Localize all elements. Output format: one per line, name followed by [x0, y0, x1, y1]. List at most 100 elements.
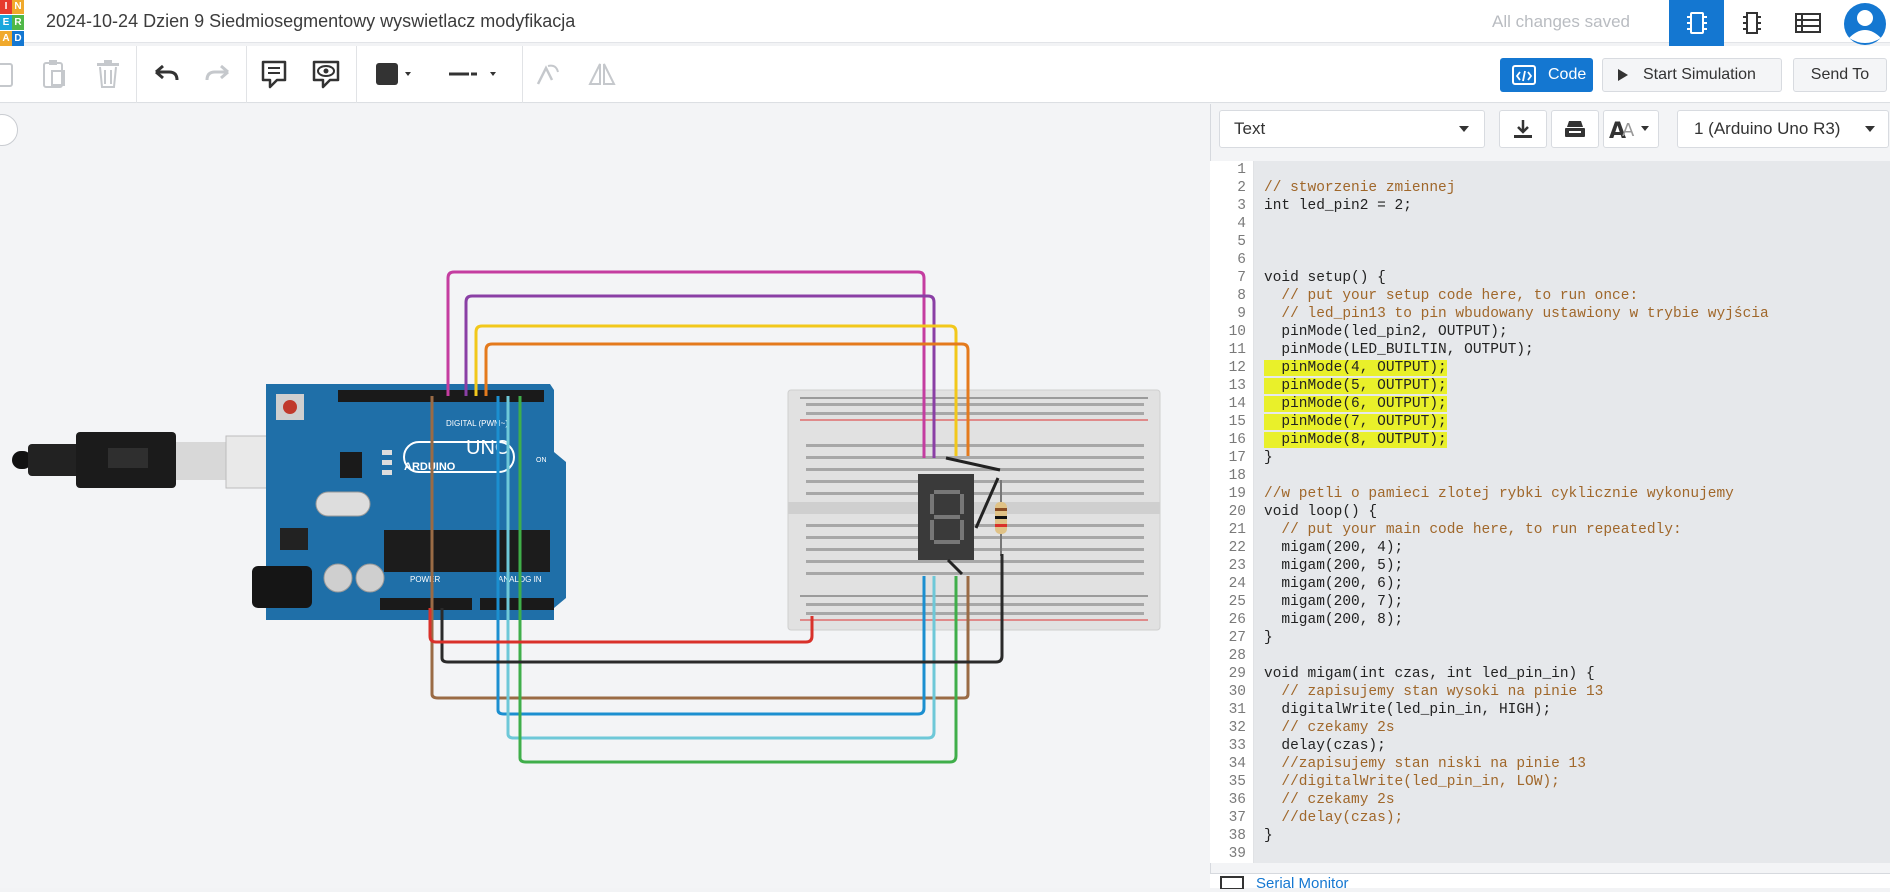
code-line[interactable]: int led_pin2 = 2;: [1264, 197, 1769, 215]
code-line-text: //zapisujemy stan niski na pinie 13: [1264, 756, 1586, 772]
code-line[interactable]: // stworzenie zmiennej: [1264, 179, 1769, 197]
design-title[interactable]: 2024-10-24 Dzien 9 Siedmiosegmentowy wys…: [46, 11, 576, 31]
line-number: 1: [1237, 162, 1246, 178]
code-line[interactable]: migam(200, 4);: [1264, 539, 1769, 557]
code-line[interactable]: // czekamy 2s: [1264, 791, 1769, 809]
line-number: 28: [1228, 648, 1246, 664]
tinkercad-logo[interactable]: I N E R A D: [0, 0, 24, 46]
line-number: 15: [1228, 414, 1246, 430]
serial-monitor-bar[interactable]: Serial Monitor: [1210, 873, 1890, 892]
code-line[interactable]: //w petli o pamieci zlotej rybki cyklicz…: [1264, 485, 1769, 503]
paste-button[interactable]: [36, 56, 72, 92]
send-to-button[interactable]: Send To: [1793, 58, 1887, 92]
circuit-canvas[interactable]: ARDUINO UNO DIGITAL (PWM~) POWER ANALOG …: [0, 104, 1210, 888]
user-avatar[interactable]: [1838, 2, 1890, 46]
arduino-uno-board[interactable]: ARDUINO UNO DIGITAL (PWM~) POWER ANALOG …: [252, 384, 566, 620]
code-line[interactable]: //zapisujemy stan niski na pinie 13: [1264, 755, 1769, 773]
code-line[interactable]: //digitalWrite(led_pin_in, LOW);: [1264, 773, 1769, 791]
code-line[interactable]: [1264, 233, 1769, 251]
wire-style-icon: [449, 72, 477, 76]
svg-text:A: A: [1622, 120, 1635, 140]
code-line[interactable]: [1264, 845, 1769, 863]
code-line[interactable]: migam(200, 8);: [1264, 611, 1769, 629]
code-button[interactable]: Code: [1500, 58, 1593, 92]
code-line[interactable]: pinMode(8, OUTPUT);: [1264, 431, 1769, 449]
line-number: 31: [1228, 702, 1246, 718]
code-line-text: // led_pin13 to pin wbudowany ustawiony …: [1264, 306, 1769, 322]
code-line[interactable]: migam(200, 5);: [1264, 557, 1769, 575]
redo-button[interactable]: [200, 56, 236, 92]
code-line[interactable]: pinMode(LED_BUILTIN, OUTPUT);: [1264, 341, 1769, 359]
line-number: 32: [1228, 720, 1246, 736]
code-line-text: delay(czas);: [1264, 738, 1386, 754]
code-line[interactable]: [1264, 467, 1769, 485]
libraries-button[interactable]: [1551, 110, 1599, 148]
list-icon: [1794, 13, 1821, 33]
download-code-button[interactable]: [1499, 110, 1547, 148]
seven-segment-display[interactable]: [918, 474, 974, 560]
line-number: 4: [1237, 216, 1246, 232]
code-line[interactable]: }: [1264, 827, 1769, 845]
code-line[interactable]: [1264, 647, 1769, 665]
copy-button[interactable]: [0, 56, 16, 92]
code-mode-select[interactable]: Text: [1219, 110, 1485, 148]
device-select[interactable]: 1 (Arduino Uno R3): [1677, 110, 1889, 148]
start-simulation-button[interactable]: Start Simulation: [1602, 58, 1782, 92]
wire-type-dropdown[interactable]: [440, 56, 512, 92]
code-line[interactable]: migam(200, 6);: [1264, 575, 1769, 593]
chip-icon: [1742, 12, 1761, 34]
delete-button[interactable]: [90, 56, 126, 92]
code-line[interactable]: pinMode(led_pin2, OUTPUT);: [1264, 323, 1769, 341]
library-icon: [1565, 121, 1585, 137]
code-line-text: pinMode(7, OUTPUT);: [1264, 414, 1447, 430]
code-line[interactable]: // zapisujemy stan wysoki na pinie 13: [1264, 683, 1769, 701]
code-line[interactable]: void migam(int czas, int led_pin_in) {: [1264, 665, 1769, 683]
save-status: All changes saved: [1492, 12, 1630, 31]
code-line[interactable]: void setup() {: [1264, 269, 1769, 287]
code-line[interactable]: [1264, 161, 1769, 179]
code-line[interactable]: }: [1264, 449, 1769, 467]
code-line[interactable]: }: [1264, 629, 1769, 647]
schematic-view-button[interactable]: [1724, 0, 1779, 46]
code-line[interactable]: digitalWrite(led_pin_in, HIGH);: [1264, 701, 1769, 719]
notes-button[interactable]: [256, 56, 292, 92]
line-number: 7: [1237, 270, 1246, 286]
code-line[interactable]: //delay(czas);: [1264, 809, 1769, 827]
code-line-text: pinMode(led_pin2, OUTPUT);: [1264, 324, 1508, 340]
code-line[interactable]: // led_pin13 to pin wbudowany ustawiony …: [1264, 305, 1769, 323]
code-line[interactable]: [1264, 251, 1769, 269]
component-list-button[interactable]: [1780, 0, 1835, 46]
code-line[interactable]: delay(czas);: [1264, 737, 1769, 755]
resistor[interactable]: [995, 480, 1007, 556]
code-line[interactable]: pinMode(6, OUTPUT);: [1264, 395, 1769, 413]
code-line[interactable]: // put your setup code here, to run once…: [1264, 287, 1769, 305]
rotate-button[interactable]: [530, 56, 566, 92]
code-line[interactable]: pinMode(7, OUTPUT);: [1264, 413, 1769, 431]
undo-button[interactable]: [148, 56, 184, 92]
code-line-text: //delay(czas);: [1264, 810, 1404, 826]
usb-cable[interactable]: [12, 432, 305, 489]
wire-color-dropdown[interactable]: [364, 56, 430, 92]
code-line[interactable]: // czekamy 2s: [1264, 719, 1769, 737]
top-bar: I N E R A D 2024-10-24 Dzien 9 Siedmiose…: [0, 0, 1890, 46]
line-number: 17: [1228, 450, 1246, 466]
chevron-down-icon: [1865, 126, 1875, 132]
code-line-text: }: [1264, 630, 1273, 646]
circuit-view-button[interactable]: [1669, 0, 1724, 46]
code-line[interactable]: pinMode(4, OUTPUT);: [1264, 359, 1769, 377]
play-icon: [1618, 69, 1628, 81]
flip-button[interactable]: [584, 56, 620, 92]
wires[interactable]: [428, 270, 1004, 764]
code-line[interactable]: [1264, 215, 1769, 233]
code-line[interactable]: void loop() {: [1264, 503, 1769, 521]
toggle-notes-button[interactable]: [308, 56, 344, 92]
code-line[interactable]: pinMode(5, OUTPUT);: [1264, 377, 1769, 395]
code-line-text: }: [1264, 450, 1273, 466]
line-number: 23: [1228, 558, 1246, 574]
code-line[interactable]: // put your main code here, to run repea…: [1264, 521, 1769, 539]
code-line[interactable]: migam(200, 7);: [1264, 593, 1769, 611]
